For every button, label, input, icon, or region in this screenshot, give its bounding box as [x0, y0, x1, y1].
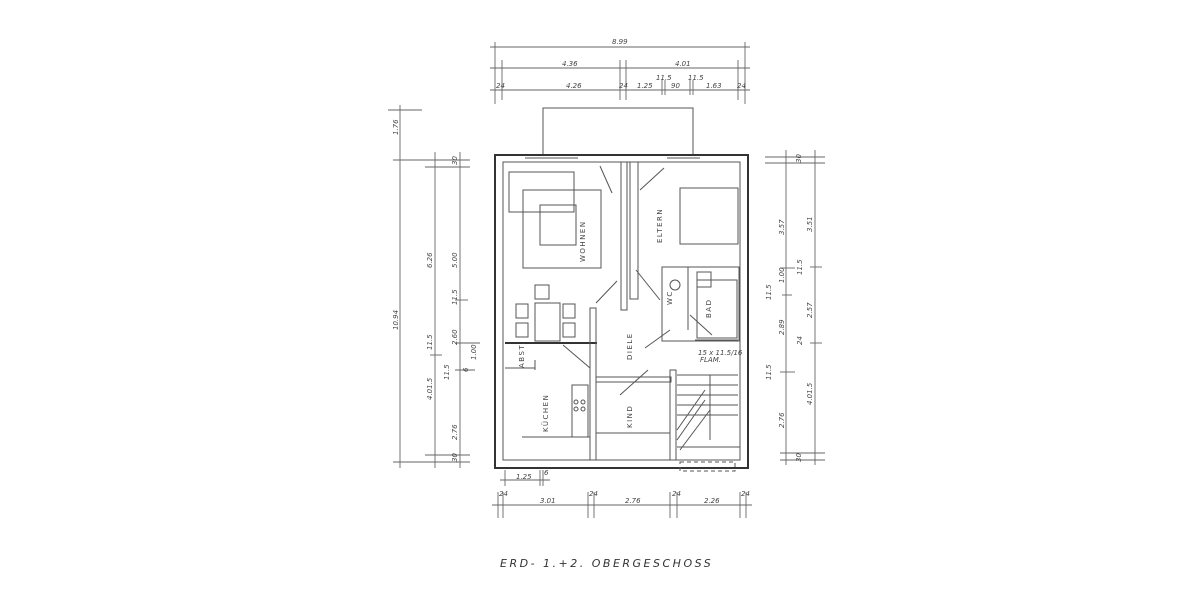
dim: 11.5 — [656, 74, 672, 82]
building-walls — [494, 154, 749, 472]
room-label-eltern: ELTERN — [656, 208, 664, 243]
dim: 2.26 — [704, 497, 720, 505]
dim: 1.00 — [470, 344, 478, 360]
dim: 6.26 — [426, 252, 434, 268]
dim: 1.25 — [637, 82, 653, 90]
dim: 24 — [737, 82, 746, 90]
dim: 30 — [451, 156, 459, 165]
dim-top-right: 4.01 — [675, 60, 691, 68]
dim: 2.89 — [778, 319, 786, 335]
dim: 11.5 — [765, 364, 773, 380]
dim: 1.00 — [778, 267, 786, 283]
room-label-bad: BAD — [705, 299, 713, 318]
staircase — [676, 374, 740, 472]
dim: 24 — [796, 336, 804, 345]
room-labels: WOHNEN ELTERN WC BAD DIELE KÜCHEN KIND A… — [518, 208, 743, 432]
dim: 3.51 — [806, 216, 814, 232]
plan-title: ERD- 1.+2. OBERGESCHOSS — [500, 557, 713, 570]
room-label-wohnen: WOHNEN — [579, 220, 587, 262]
dim: 3.01 — [540, 497, 556, 505]
dim: 24 — [589, 490, 598, 498]
dim: 6 — [462, 367, 470, 372]
dim: 11.5 — [443, 364, 451, 380]
dim: 4.01.5 — [426, 377, 434, 400]
dim: 90 — [671, 82, 680, 90]
window-note: 15 x 11.5/16 — [698, 349, 743, 357]
right-dimensions: 30 3.57 1.00 11.5 2.89 11.5 2.76 30 3.51… — [765, 150, 825, 465]
dim: 11.5 — [426, 334, 434, 350]
dim: 4.26 — [566, 82, 582, 90]
left-dimensions: 1.76 10.94 6.26 11.5 4.01.5 30 5.00 11.5… — [388, 105, 480, 468]
dim-top-left: 4.36 — [562, 60, 578, 68]
dim: 30 — [795, 154, 803, 163]
top-dimensions: 8.99 4.36 4.01 24 4.26 24 1.25 11.5 90 1… — [490, 38, 750, 104]
dim: 24 — [499, 490, 508, 498]
dim: 30 — [795, 453, 803, 462]
room-label-wc: WC — [666, 290, 674, 305]
dim: 24 — [672, 490, 681, 498]
dim: 2.76 — [778, 412, 786, 428]
dim: 4.01.5 — [806, 382, 814, 405]
dim: 2.60 — [451, 329, 459, 345]
dim: 11.5 — [451, 289, 459, 305]
dim: 2.76 — [625, 497, 641, 505]
dim-total-width: 8.99 — [612, 38, 628, 46]
dim: 2.76 — [451, 424, 459, 440]
room-label-kind: KIND — [626, 405, 634, 428]
dim: 24 — [619, 82, 628, 90]
dim: 10.94 — [392, 310, 400, 330]
dim: 1.63 — [706, 82, 722, 90]
dim: 5.00 — [451, 252, 459, 268]
dim: 11.5 — [796, 259, 804, 275]
flam-note: FLAM. — [700, 356, 721, 364]
dim: 11.5 — [765, 284, 773, 300]
room-label-diele: DIELE — [626, 332, 634, 360]
dim: 1.25 — [516, 473, 532, 481]
room-label-abst: ABST. — [518, 341, 526, 368]
bottom-dimensions: 1.25 6 24 3.01 24 2.76 24 2.26 24 — [492, 469, 752, 518]
dim: 24 — [741, 490, 750, 498]
room-label-kuechen: KÜCHEN — [541, 394, 550, 432]
dim: 3.57 — [778, 219, 786, 235]
dim: 1.76 — [392, 119, 400, 135]
dim: 2.57 — [806, 302, 814, 318]
dim: 24 — [496, 82, 505, 90]
dim: 11.5 — [688, 74, 704, 82]
dim: 6 — [544, 469, 549, 477]
dim: 30 — [451, 453, 459, 462]
